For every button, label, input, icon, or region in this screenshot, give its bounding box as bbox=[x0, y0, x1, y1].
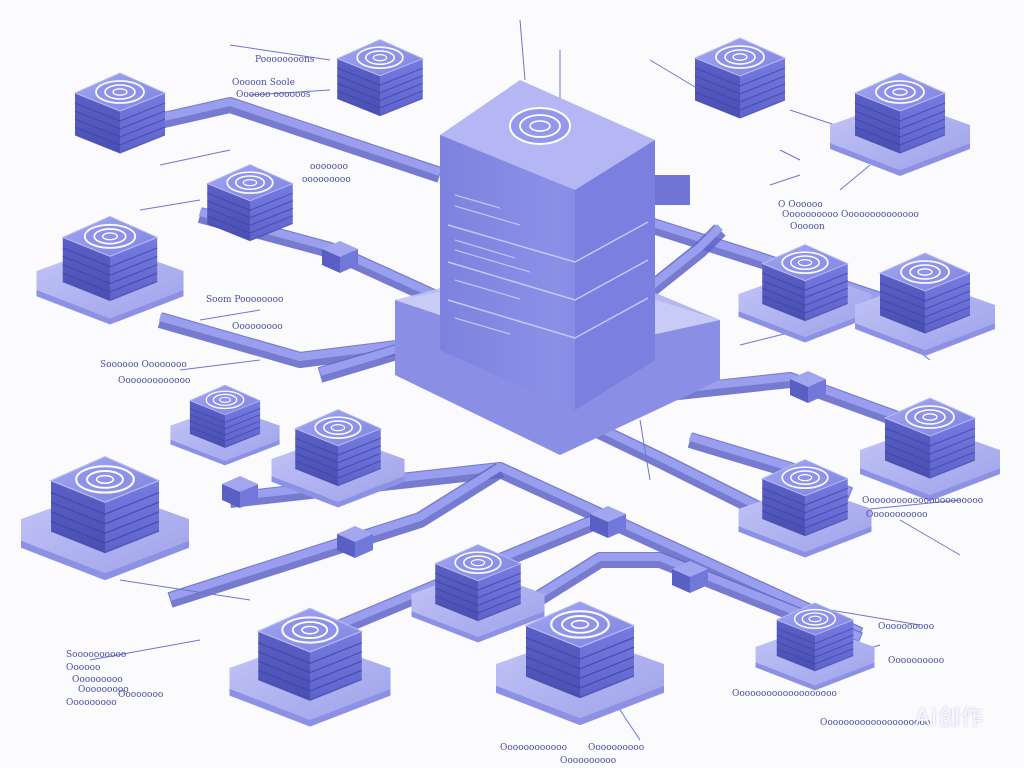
storage-node-icon bbox=[229, 607, 391, 727]
diagram-label: Oooooooooo Oooooooooooooo bbox=[782, 210, 919, 220]
diagram-label: Oooooooooo bbox=[878, 622, 935, 632]
callout-line bbox=[139, 199, 201, 211]
callout-line bbox=[779, 149, 801, 161]
swirl-ring-icon bbox=[83, 223, 137, 249]
diagram-label: Ooooooooo bbox=[72, 675, 123, 685]
diagram-label: Oooooo oooooos bbox=[236, 90, 311, 100]
callout-line bbox=[249, 89, 331, 96]
swirl-ring-icon bbox=[781, 466, 829, 489]
swirl-ring-icon bbox=[550, 610, 610, 639]
diagram-label: Poooooooons bbox=[255, 55, 315, 65]
connector-box-icon bbox=[590, 506, 626, 538]
storage-node-icon bbox=[738, 244, 872, 343]
diagram-label: Oooooooooooooooooooooo bbox=[862, 496, 984, 506]
storage-node-icon bbox=[855, 252, 995, 356]
diagram-label: Oooooooo bbox=[118, 690, 164, 700]
swirl-ring-icon bbox=[205, 390, 245, 410]
storage-node-icon bbox=[496, 600, 664, 726]
diagram-label: Ooooooooo bbox=[66, 698, 117, 708]
watermark: Ai创作 bbox=[914, 706, 984, 731]
diagram-label: Ooooooooo bbox=[232, 322, 283, 332]
diagram-label: Ooooooooooooooooooo bbox=[732, 689, 837, 699]
callout-line bbox=[639, 419, 651, 481]
diagram-label: O Oooooo bbox=[778, 200, 823, 210]
diagram-label: Soooooo Oooooooo bbox=[100, 360, 187, 370]
storage-node-icon bbox=[755, 602, 875, 691]
storage-nodes bbox=[20, 37, 1000, 727]
connector-box-icon bbox=[222, 476, 258, 508]
diagram-label: Soooooooooo bbox=[66, 650, 127, 660]
diagram-label: Ooooon bbox=[790, 222, 825, 232]
callout-line bbox=[899, 519, 961, 556]
callout-line bbox=[839, 164, 871, 191]
diagram-label: Ooooooooooooo bbox=[118, 376, 191, 386]
swirl-ring-icon bbox=[715, 45, 765, 69]
diagram-label: ooooooooo bbox=[302, 175, 351, 185]
storage-node-icon bbox=[693, 37, 787, 119]
callout-line bbox=[859, 499, 961, 511]
callout-line bbox=[769, 174, 801, 186]
callout-line bbox=[159, 149, 231, 166]
callout-line bbox=[519, 19, 526, 81]
swirl-ring-icon bbox=[75, 465, 135, 494]
callout-line bbox=[199, 309, 261, 321]
storage-node-icon bbox=[73, 72, 167, 154]
callout-line bbox=[89, 639, 201, 661]
storage-node-icon bbox=[271, 409, 405, 508]
storage-node-icon bbox=[411, 544, 545, 643]
diagram-label: Ooooooooooo bbox=[866, 510, 928, 520]
bus-rail bbox=[645, 224, 726, 297]
diagram-label: Oooooooooo bbox=[560, 756, 617, 766]
storage-node-icon bbox=[738, 459, 872, 558]
callout-line bbox=[119, 579, 251, 601]
swirl-ring-icon bbox=[905, 405, 955, 429]
swirl-ring-icon bbox=[226, 171, 274, 194]
swirl-ring-icon bbox=[314, 416, 362, 439]
storage-node-icon bbox=[206, 164, 294, 242]
connector-box-icon bbox=[672, 561, 708, 593]
server-tower-icon bbox=[395, 80, 720, 455]
storage-node-icon bbox=[830, 72, 970, 176]
storage-node-icon bbox=[170, 384, 280, 466]
diagram-label: Oooooooooo bbox=[588, 743, 645, 753]
callout-line bbox=[829, 609, 921, 626]
diagram-label: Soom Poooooooo bbox=[206, 295, 284, 305]
storage-node-icon bbox=[20, 455, 189, 581]
swirl-ring-icon bbox=[95, 80, 145, 104]
swirl-ring-icon bbox=[900, 260, 950, 284]
swirl-ring-icon bbox=[781, 251, 829, 274]
storage-node-icon bbox=[36, 215, 184, 325]
callout-line bbox=[229, 44, 331, 61]
diagram-label: Oooooo bbox=[66, 663, 101, 673]
diagram-label: Ooooon Soole bbox=[232, 78, 295, 88]
bus-rail bbox=[118, 97, 443, 183]
bus-rail bbox=[515, 552, 863, 648]
connector-box-icon bbox=[337, 526, 373, 558]
swirl-ring-icon bbox=[875, 80, 925, 104]
connector-box-icon bbox=[322, 241, 358, 273]
diagram-label: ooooooo bbox=[310, 162, 348, 172]
swirl-ring-icon bbox=[356, 46, 404, 69]
bus-rail bbox=[167, 463, 505, 608]
diagram-label: Oooooooooooooooooooo bbox=[820, 718, 931, 728]
storage-node-icon bbox=[336, 39, 424, 117]
callout-line bbox=[649, 59, 701, 91]
diagram-label: Ooooooooo bbox=[78, 685, 129, 695]
diagram-label: Oooooooooooo bbox=[500, 743, 567, 753]
swirl-ring-icon bbox=[454, 551, 502, 574]
swirl-ring-icon bbox=[793, 608, 837, 630]
swirl-ring-icon bbox=[281, 616, 339, 644]
callout-line bbox=[179, 359, 261, 371]
connector-boxes bbox=[222, 241, 826, 593]
diagram-label: Oooooooooo bbox=[888, 656, 945, 666]
connector-box-icon bbox=[790, 371, 826, 403]
storage-node-icon bbox=[860, 397, 1000, 501]
